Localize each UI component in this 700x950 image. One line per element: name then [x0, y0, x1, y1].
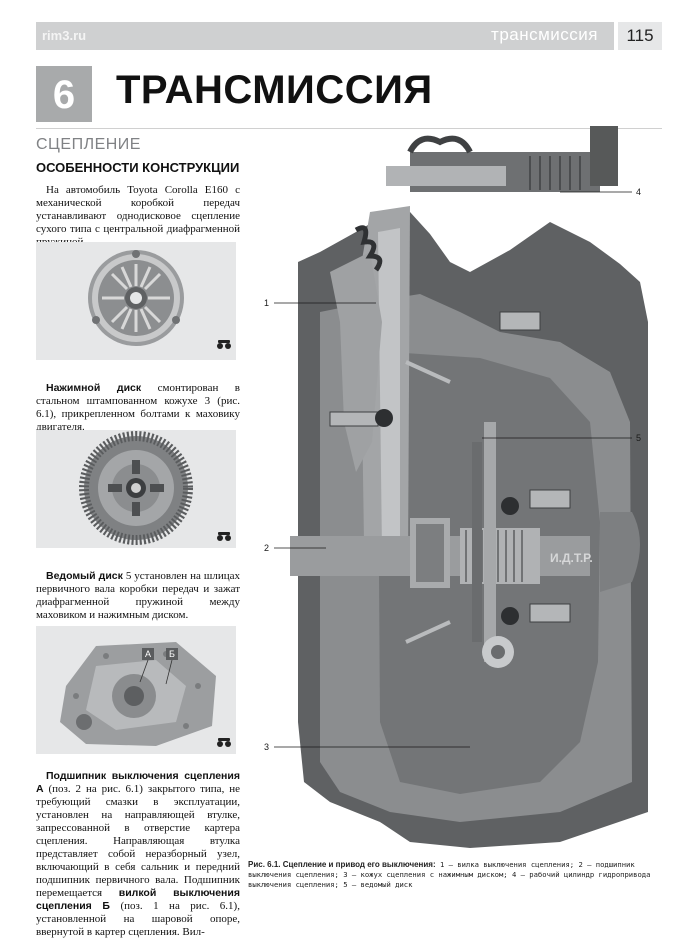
photo-gearbox: А Б [36, 626, 236, 754]
chapter-number: 6 [52, 73, 76, 117]
figure-caption: Рис. 6.1. Сцепление и привод его выключе… [248, 860, 662, 890]
pressure-disc-term: Нажимной диск [46, 382, 142, 394]
label-a: А [145, 649, 151, 659]
pressure-plate-image [36, 242, 236, 360]
figure-caption-text: 1 – вилка выключения сцепления; 2 – подш… [248, 860, 651, 889]
chapter-badge: 6 [36, 66, 92, 122]
label-b: Б [169, 649, 175, 659]
fork-term: вилкой выключения сцепления Б [36, 887, 240, 912]
driven-disc-term: Ведомый диск [46, 570, 123, 582]
bearing-text-1: (поз. 2 на рис. 6.1) закрытого типа, не … [36, 783, 240, 899]
bearing-term: Подшипник выключения сцепления А [36, 770, 240, 795]
gearbox-image: А Б [36, 626, 236, 754]
pressure-disc-paragraph: Нажимной диск смонтирован в стальном шта… [36, 382, 240, 434]
driven-disc-text: 5 установлен на шлицах первичного вала к… [36, 570, 240, 621]
driven-disc-paragraph: Ведомый диск 5 установлен на шлицах перв… [36, 570, 240, 622]
bearing-paragraph: Подшипник выключения сцепления А (поз. 2… [36, 770, 240, 939]
running-section-title: трансмиссия [491, 25, 598, 44]
figure-watermark: И.Д.Т.Р. [550, 551, 593, 565]
figure-caption-label: Рис. 6.1. Сцепление и привод его выключе… [248, 860, 436, 869]
page-number: 115 [618, 22, 662, 50]
zoom-icon[interactable] [217, 532, 231, 541]
callout-3: 3 [264, 742, 269, 752]
callout-1: 1 [264, 298, 269, 308]
bearing-text-2: (поз. 1 на рис. 6.1), установленной на ш… [36, 900, 240, 938]
driven-disc-image [36, 430, 236, 548]
section-title: СЦЕПЛЕНИЕ [36, 136, 141, 153]
photo-driven-disc [36, 430, 236, 548]
zoom-icon[interactable] [217, 340, 231, 349]
callout-4: 4 [636, 187, 641, 197]
intro-paragraph: На автомобиль Toyota Corolla E160 с меха… [36, 184, 240, 248]
callout-2: 2 [264, 543, 269, 553]
header-bar: rim3.ru трансмиссия [36, 22, 614, 50]
title-divider [36, 128, 662, 129]
photo-pressure-plate [36, 242, 236, 360]
clutch-cross-section-figure: 1 2 3 4 5 И.Д.Т.Р. [264, 126, 648, 848]
zoom-icon[interactable] [217, 738, 231, 747]
subsection-title: ОСОБЕННОСТИ КОНСТРУКЦИИ [36, 160, 240, 175]
callout-5: 5 [636, 433, 641, 443]
site-name[interactable]: rim3.ru [42, 28, 87, 43]
chapter-title: ТРАНСМИССИЯ [116, 68, 433, 112]
